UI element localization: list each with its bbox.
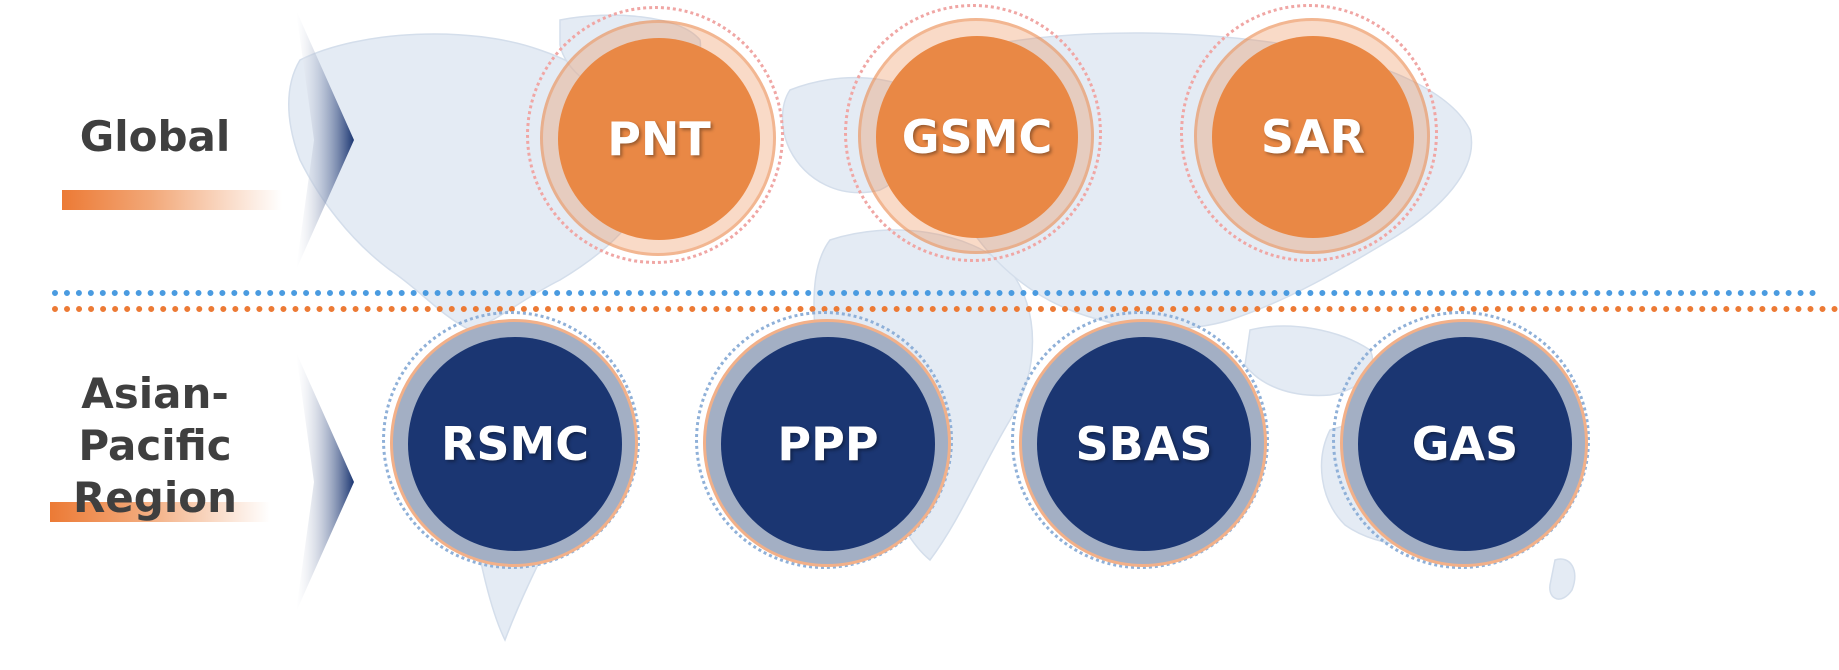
- apac-label-line1: Asian-Pacific: [78, 369, 232, 470]
- node-dotted-ring: [695, 311, 953, 569]
- global-accent-bar: [62, 190, 282, 210]
- node-dotted-ring: [382, 311, 640, 569]
- map-new-zealand: [1549, 558, 1576, 600]
- node-core: SAR: [1212, 36, 1414, 238]
- node-gsmc: GSMC: [844, 4, 1110, 270]
- node-pnt: PNT: [526, 6, 792, 272]
- node-label: GSMC: [901, 110, 1053, 164]
- node-dotted-ring: [844, 4, 1102, 262]
- node-label: PNT: [607, 112, 711, 166]
- global-row-label: Global: [40, 112, 270, 161]
- node-dotted-ring: [526, 6, 784, 264]
- global-chevron-arrow: [296, 10, 354, 270]
- apac-chevron-arrow: [296, 352, 354, 612]
- node-label: GAS: [1411, 417, 1519, 471]
- node-core: GAS: [1358, 337, 1572, 551]
- node-sbas: SBAS: [1011, 311, 1277, 577]
- node-core: PNT: [558, 38, 760, 240]
- apac-accent-bar: [50, 502, 270, 522]
- node-core: GSMC: [876, 36, 1078, 238]
- node-core: RSMC: [408, 337, 622, 551]
- apac-label-line2: Region: [72, 473, 238, 522]
- node-core: SBAS: [1037, 337, 1251, 551]
- section-divider-blue: [52, 290, 1817, 296]
- section-divider-orange: [52, 306, 1839, 312]
- node-label: PPP: [777, 417, 879, 471]
- apac-row-label: Asian-Pacific Region: [10, 368, 300, 524]
- node-dotted-ring: [1180, 4, 1438, 262]
- node-core: PPP: [721, 337, 935, 551]
- node-gas: GAS: [1332, 311, 1598, 577]
- node-label: SAR: [1260, 110, 1366, 164]
- node-dotted-ring: [1332, 311, 1590, 569]
- node-ppp: PPP: [695, 311, 961, 577]
- global-label-text: Global: [79, 112, 231, 161]
- node-rsmc: RSMC: [382, 311, 648, 577]
- node-label: RSMC: [440, 417, 590, 471]
- node-dotted-ring: [1011, 311, 1269, 569]
- node-sar: SAR: [1180, 4, 1446, 270]
- node-label: SBAS: [1075, 417, 1213, 471]
